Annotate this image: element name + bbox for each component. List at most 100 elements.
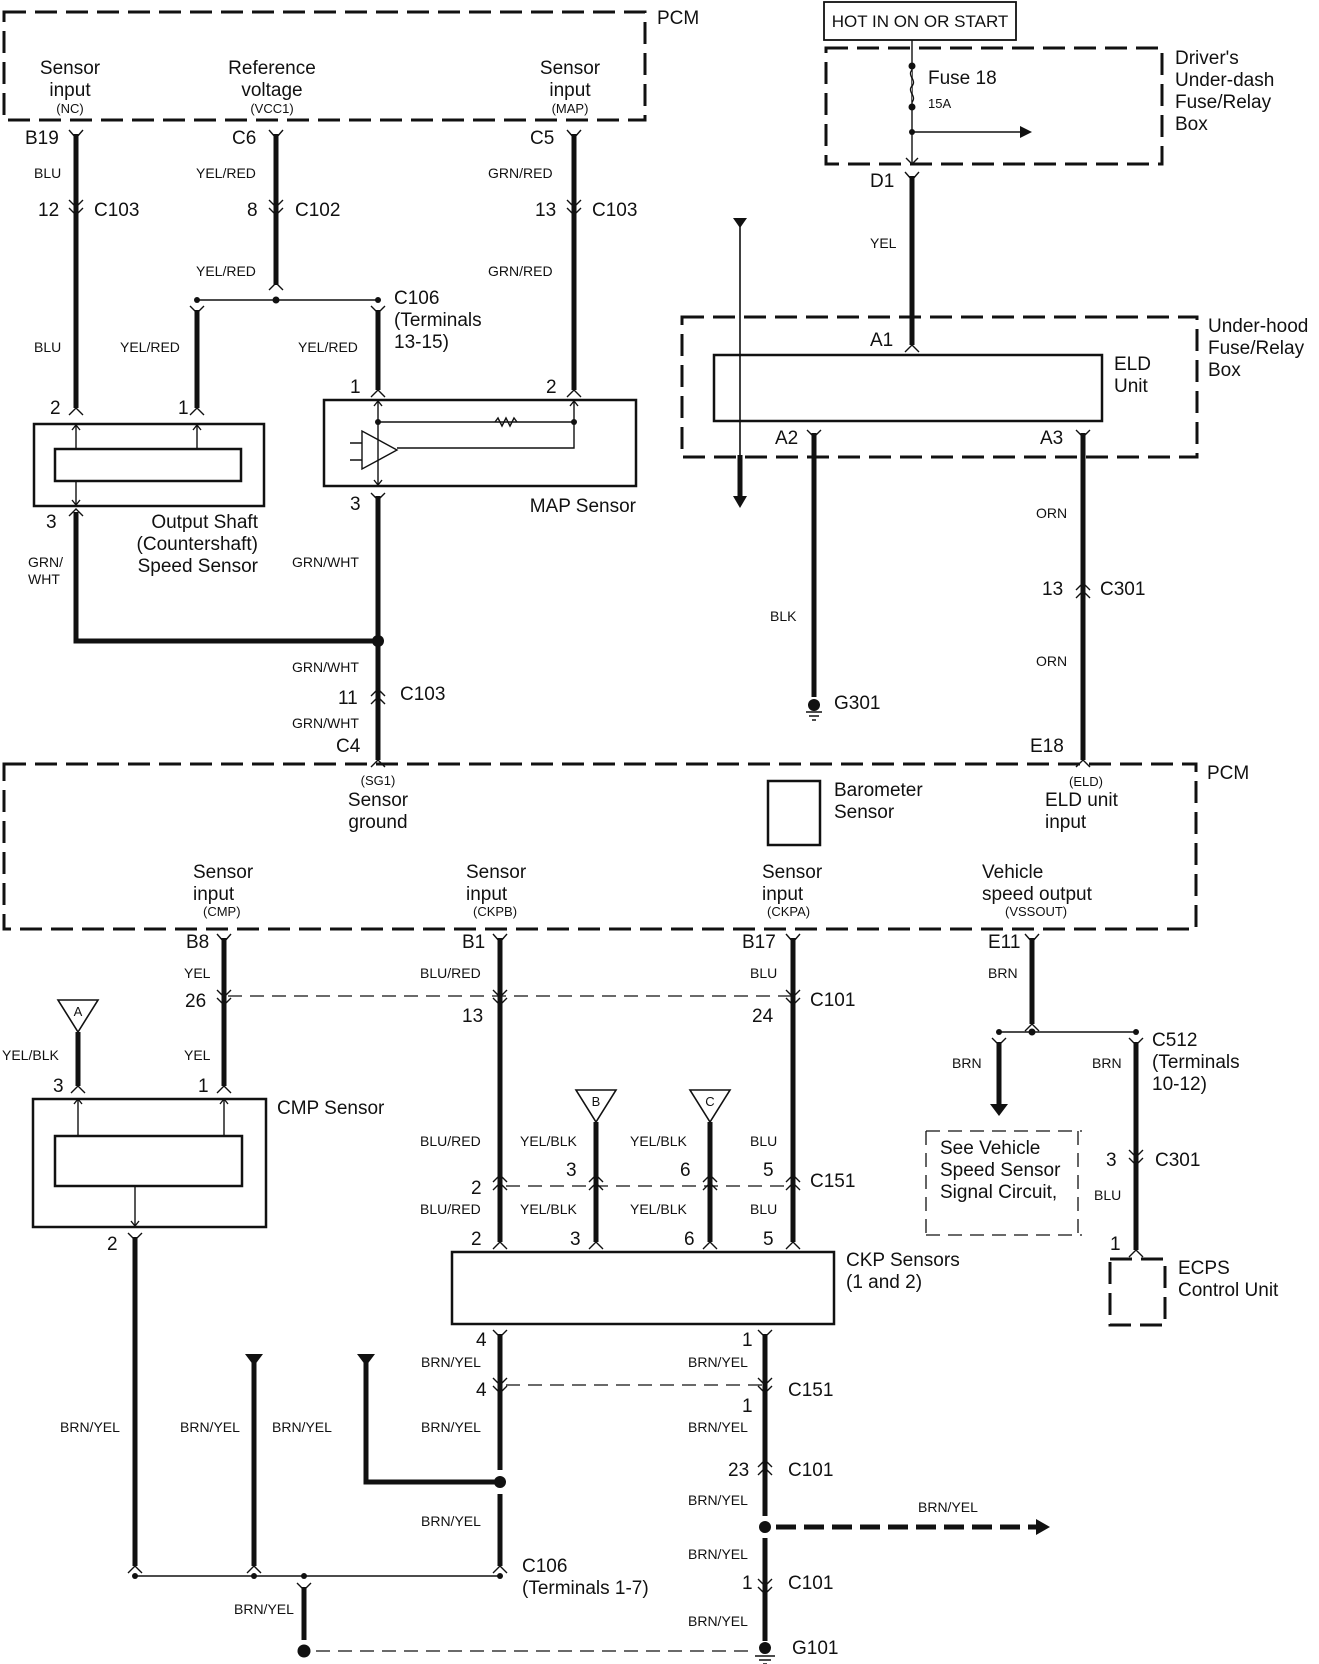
wire-label-grnred: GRN/RED bbox=[488, 165, 553, 181]
pcm-pin-vcc1-name: Reference bbox=[228, 58, 316, 79]
map-sensor[interactable]: 1 2 3 MAP Sensor bbox=[322, 377, 638, 517]
wire-label-brnyel-stub-b: BRN/YEL bbox=[272, 1419, 332, 1435]
ckp-label-2: (1 and 2) bbox=[846, 1272, 922, 1293]
cmp-pin-3: 3 bbox=[53, 1076, 64, 1097]
ckp-upper-wire-2: YEL/BLK bbox=[520, 1133, 577, 1149]
c103-label-1: C103 bbox=[94, 200, 139, 221]
c512-terminals: (Terminals bbox=[1152, 1052, 1240, 1073]
ckp-sensors[interactable]: CKP Sensors (1 and 2) bbox=[450, 1250, 960, 1326]
pin-a1: A1 bbox=[870, 330, 893, 351]
wire-branch-stub-left[interactable]: BRN/YEL BRN/YEL bbox=[180, 1354, 332, 1574]
passthrough-arrow-line bbox=[733, 218, 747, 508]
fuse-rating: 15A bbox=[928, 96, 951, 111]
pin-c5: C5 bbox=[530, 128, 554, 149]
pcm-top-box: PCM Sensor input (NC) Reference voltage … bbox=[2, 8, 699, 122]
ckp-label-1: CKP Sensors bbox=[846, 1250, 960, 1271]
wire-sensor-ground[interactable]: GRN/ WHT GRN/WHT GRN/WHT 11 C103 GRN/WHT… bbox=[28, 492, 445, 768]
c101-pin-23: 23 bbox=[728, 1460, 749, 1481]
pin-c4: C4 bbox=[336, 736, 361, 757]
ecps-control-unit[interactable]: ECPS Control Unit bbox=[1108, 1257, 1279, 1327]
wire-label-blu-vss: BLU bbox=[1094, 1187, 1121, 1203]
cmp-sensor[interactable]: 3 1 CMP Sensor 2 bbox=[31, 1076, 385, 1255]
ckpb-pin-code: (CKPB) bbox=[473, 904, 517, 919]
c106-bottom-label: C106 bbox=[522, 1556, 567, 1577]
wire-cmp-pin3[interactable]: YEL/BLK bbox=[2, 1032, 86, 1094]
c301-pin-13: 13 bbox=[1042, 579, 1063, 600]
wire-c6[interactable]: C6 YEL/RED 8 C102 YEL/RED bbox=[196, 128, 340, 291]
wire-a3[interactable]: ORN 13 C301 ORN E18 bbox=[1030, 429, 1145, 768]
c101-pin-1: 1 bbox=[742, 1573, 753, 1594]
wire-label-yel-cmp: YEL bbox=[184, 1047, 211, 1063]
vss-signal-circuit-note[interactable]: See Vehicle Speed Sensor Signal Circuit, bbox=[925, 1130, 1082, 1236]
wire-b8[interactable]: B8 YEL 26 YEL bbox=[184, 932, 232, 1094]
wire-d1[interactable]: D1 YEL bbox=[870, 171, 920, 353]
c103-label-2: C103 bbox=[592, 200, 637, 221]
ckp-lower-wire-1: BLU/RED bbox=[420, 1201, 481, 1217]
ckp-pin-2: 2 bbox=[471, 1229, 482, 1250]
wire-brnyel-continue-arrow[interactable]: BRN/YEL bbox=[776, 1499, 1050, 1535]
wire-map-pin1[interactable]: YEL/RED bbox=[298, 305, 386, 398]
wire-label-brn-e11: BRN bbox=[988, 965, 1018, 981]
reference-b-triangle[interactable]: B bbox=[574, 1089, 618, 1124]
wire-e11[interactable]: E11 BRN bbox=[988, 932, 1040, 1032]
wire-c5[interactable]: C5 GRN/RED 13 C103 GRN/RED bbox=[488, 128, 637, 398]
output-shaft-speed-sensor[interactable]: 2 1 3 Output Shaft (Countershaft) Speed … bbox=[32, 398, 266, 577]
c151-label-lower: C151 bbox=[788, 1380, 833, 1401]
cmp-pin-l1: Sensor bbox=[193, 862, 254, 883]
ground-g301: G301 bbox=[834, 693, 880, 714]
drivers-box-label-4: Box bbox=[1175, 114, 1208, 135]
wire-label-blu-b17: BLU bbox=[750, 965, 777, 981]
pin-b19: B19 bbox=[25, 128, 59, 149]
map-sensor-label: MAP Sensor bbox=[530, 496, 637, 517]
cmp-pin-1: 1 bbox=[198, 1076, 209, 1097]
underhood-label-3: Box bbox=[1208, 360, 1241, 381]
wire-cmp-pin2[interactable]: BRN/YEL bbox=[60, 1232, 143, 1574]
pcm-pin-vcc1-line2: voltage bbox=[241, 80, 302, 101]
wire-ckp-pin1[interactable]: 1 BRN/YEL C151 1 BRN/YEL 23 C101 BRN/YEL… bbox=[688, 1329, 838, 1664]
wire-label-grn-wht-1b: WHT bbox=[28, 571, 60, 587]
c106-bus bbox=[132, 1573, 503, 1579]
wire-label-brnyel-2: BRN/YEL bbox=[421, 1419, 481, 1435]
reference-c-triangle[interactable]: C bbox=[688, 1089, 732, 1124]
c106-range: 13-15) bbox=[394, 332, 449, 353]
pcm-bottom-label: PCM bbox=[1207, 763, 1249, 784]
wire-ckp-pin6[interactable] bbox=[702, 1122, 718, 1250]
wire-branch-stub-right[interactable] bbox=[357, 1354, 500, 1485]
wire-vss-left-brn[interactable]: BRN bbox=[952, 1037, 1008, 1116]
wire-label-orn-1: ORN bbox=[1036, 505, 1067, 521]
ecps-label-1: ECPS bbox=[1178, 1258, 1230, 1279]
ckp-upper-wire-1: BLU/RED bbox=[420, 1133, 481, 1149]
drivers-box-label-1: Driver's bbox=[1175, 48, 1239, 69]
wire-b1[interactable]: B1 BLU/RED 13 bbox=[420, 932, 508, 1250]
wire-b19[interactable]: B19 BLU 12 C103 BLU bbox=[25, 128, 139, 416]
wire-label-yelblk-a: YEL/BLK bbox=[2, 1047, 59, 1063]
wire-label-yelred-map: YEL/RED bbox=[298, 339, 358, 355]
sg1-name-1: Sensor bbox=[348, 790, 409, 811]
barometer-sensor bbox=[766, 779, 822, 847]
c151-pin-1: 1 bbox=[742, 1396, 753, 1417]
wire-label-brn-right: BRN bbox=[1092, 1055, 1122, 1071]
eld-unit[interactable]: ELD Unit A1 A2 A3 bbox=[712, 330, 1151, 449]
pcm-pin-nc-line2: input bbox=[49, 80, 91, 101]
c103-pin-12: 12 bbox=[38, 200, 59, 221]
pcm-pin-map-code: (MAP) bbox=[552, 101, 589, 116]
wire-vss-right[interactable]: BRN 3 C301 BLU 1 bbox=[1092, 1037, 1200, 1258]
wire-oss-pin1[interactable]: YEL/RED bbox=[120, 305, 205, 416]
wire-b17[interactable]: B17 BLU C101 24 bbox=[742, 932, 855, 1250]
wire-label-yel-b8: YEL bbox=[184, 965, 211, 981]
pcm-pin-nc-code: (NC) bbox=[56, 101, 83, 116]
wire-a2-ground[interactable]: BLK G301 bbox=[770, 429, 880, 721]
ckp-upper-wire-3: YEL/BLK bbox=[630, 1133, 687, 1149]
reference-a-triangle[interactable]: A bbox=[56, 999, 100, 1034]
pin-b8: B8 bbox=[186, 932, 209, 953]
wire-c106-to-g101[interactable]: BRN/YEL bbox=[234, 1582, 752, 1658]
ckp-wire-labels-lower: BLU/RED YEL/BLK YEL/BLK BLU 2 3 6 5 bbox=[420, 1201, 777, 1250]
wire-label-yelred-oss: YEL/RED bbox=[120, 339, 180, 355]
cmp-pin-code: (CMP) bbox=[203, 904, 241, 919]
barometer-label-2: Sensor bbox=[834, 802, 895, 823]
c101-label-top: C101 bbox=[810, 990, 855, 1011]
wire-ckp-pin3[interactable] bbox=[588, 1122, 604, 1250]
wire-ckp-pin4[interactable]: 4 BRN/YEL 4 BRN/YEL BRN/YEL C106 (Termin… bbox=[421, 1329, 649, 1599]
vss-pin-code: (VSSOUT) bbox=[1005, 904, 1067, 919]
wire-label-brnyel-r3: BRN/YEL bbox=[688, 1492, 748, 1508]
